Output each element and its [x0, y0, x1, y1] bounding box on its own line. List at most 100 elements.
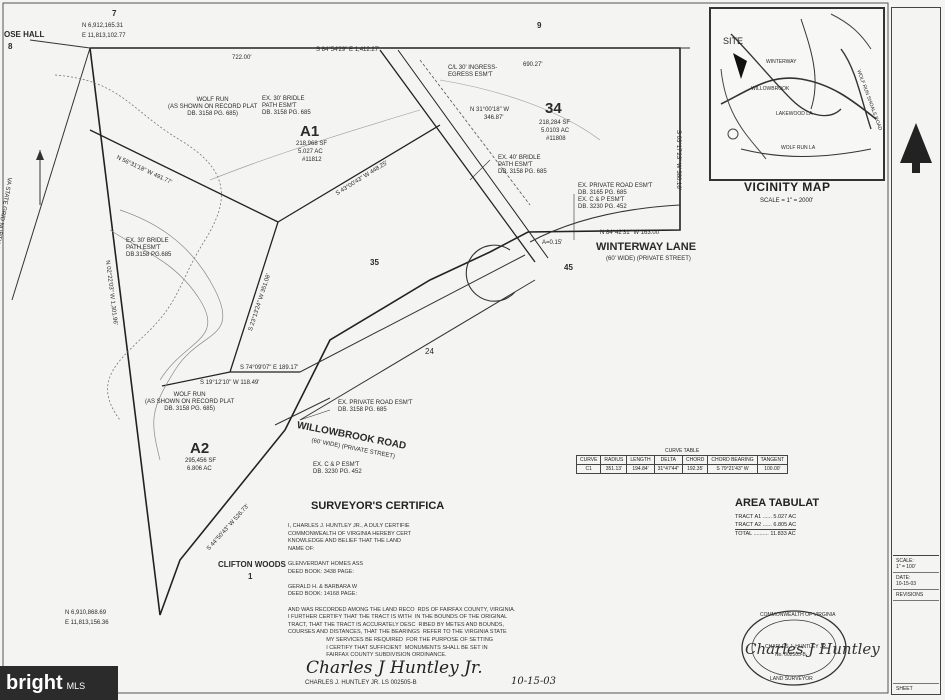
- bridle-40-line: [419, 59, 531, 206]
- bright-mls-watermark: bright MLS: [0, 666, 118, 700]
- leader-line: [469, 159, 491, 181]
- curve-cell: 31°47'44": [653, 464, 684, 474]
- area-row: TOTAL .......... 11.833 AC: [735, 529, 797, 537]
- bearing-top: S 84°54'29" E 1,412.27': [316, 47, 380, 53]
- easement-private-road-1: EX. PRIVATE ROAD ESM'T DB. 3165 PG. 685 …: [578, 183, 653, 210]
- rose-hall-label: OSE HALL: [4, 30, 45, 39]
- title-block-revisions: REVISIONS: [893, 590, 939, 601]
- lot-line-top-left: [29, 39, 91, 49]
- surveyor-seal: [741, 610, 847, 686]
- vicinity-map-scale: SCALE = 1" = 2000': [760, 198, 814, 204]
- bearing-short-w: S 19°12'10" W 118.49': [200, 380, 260, 386]
- seal-signature: Charles J Huntley: [745, 640, 880, 658]
- line-mid-left: [89, 129, 279, 223]
- bearing-arc: A=0.15': [542, 240, 563, 246]
- parcel-24-label: 24: [425, 347, 434, 356]
- lot-line-west-ext: [11, 47, 91, 301]
- vicinity-map-title: VICINITY MAP: [744, 180, 831, 194]
- seal-bottom: LAND SURVEYOR: [770, 676, 813, 682]
- surveyor-certificate-title: SURVEYOR'S CERTIFICA: [311, 500, 445, 512]
- title-block: SCALE: 1" = 100' DATE: 10-15-03 REVISION…: [893, 555, 939, 694]
- curve-header: CHORD: [682, 455, 709, 465]
- clifton-woods-label: CLIFTON WOODS: [218, 560, 286, 569]
- willowbrook-road-north: [299, 254, 526, 373]
- seal-top: COMMONWEALTH OF VIRGINIA: [760, 612, 836, 618]
- curve-header: CHORD BEARING: [707, 455, 758, 465]
- bearing-ingress-dist: 346.87': [484, 115, 504, 121]
- parcel-a1-id: #11812: [302, 157, 322, 163]
- line-short-w: [161, 371, 231, 387]
- curve-cell: C1: [575, 464, 602, 474]
- area-row: TRACT A1 ...... 5.027 AC: [735, 514, 797, 520]
- line-diag-a1: [277, 124, 441, 223]
- seal-number: No. 002505-B: [775, 652, 806, 658]
- title-block-date: DATE: 10-15-03: [893, 573, 939, 590]
- parcel-35-label: 35: [370, 258, 379, 267]
- easement-wolf-run-top: WOLF RUN (AS SHOWN ON RECORD PLAT DB. 31…: [168, 97, 258, 117]
- line-vertical: [229, 221, 279, 373]
- vicinity-label-lakewood: LAKEWOOD LA: [776, 111, 813, 117]
- bridle-path-left: [119, 209, 224, 461]
- bridle-path-left-2: [109, 229, 209, 381]
- curve-cell: 194.84': [626, 464, 655, 474]
- coord-sw-e: E 11,813,156.36: [65, 620, 109, 626]
- easement-ingress-egress: C/L 30' INGRESS- EGRESS ESM'T: [448, 65, 498, 78]
- parcel-a1-label: A1: [300, 123, 320, 140]
- certificate-date: 10-15-03: [511, 676, 556, 687]
- bearing-winterway-call: N 84°42'31" W 163.00': [600, 230, 661, 236]
- vicinity-map-drawing: [720, 13, 877, 160]
- table-row: C1 351.13' 194.84' 31°47'44" 192.35' S 7…: [575, 464, 789, 474]
- curve-header: TANGENT: [756, 455, 789, 465]
- north-arrow: [36, 150, 44, 205]
- winterway-lane-label: WINTERWAY LANE: [596, 241, 697, 253]
- curve-table-caption: CURVE TABLE: [664, 448, 700, 454]
- parcel-a1-ac: 5.027 AC: [298, 149, 323, 155]
- area-tabulation: TRACT A1 ...... 5.027 AC TRACT A2 ......…: [735, 513, 797, 538]
- sheet-border: [2, 2, 889, 694]
- contour-34: [439, 79, 601, 141]
- easement-wolf-run-bottom: WOLF RUN (AS SHOWN ON RECORD PLAT DB. 31…: [145, 392, 235, 412]
- surveyor-signature: Charles J Huntley Jr.: [306, 658, 483, 678]
- parcel-34-ac: 5.0103 AC: [541, 128, 570, 134]
- ingress-easement-2: [397, 49, 549, 259]
- willowbrook-road-edge: [274, 397, 331, 426]
- easement-bridle-40: EX. 40' BRIDLE PATH ESM'T DB. 3158 PG. 6…: [498, 155, 547, 175]
- vicinity-map-frame: SITE WINTERWAY WILLOWBROOK LAKEWOOD LA W…: [709, 7, 885, 181]
- curve-cell: 100.00': [756, 464, 789, 474]
- parcel-34-id: #11808: [546, 136, 566, 142]
- contour-a1: [209, 109, 421, 181]
- winterway-lane: [529, 204, 681, 243]
- vicinity-label-wolf-run-la: WOLF RUN LA: [781, 145, 816, 151]
- curve-header: LENGTH: [626, 455, 655, 465]
- curve-header: CURVE: [575, 455, 602, 465]
- ingress-easement: [379, 49, 536, 263]
- rose-hall-num: 8: [8, 42, 13, 51]
- curve-header: DELTA: [653, 455, 684, 465]
- vicinity-site-label: SITE: [723, 36, 744, 46]
- curve-table: CURVE TABLE CURVE RADIUS LENGTH DELTA CH…: [575, 447, 789, 474]
- wolf-run-creek-top: [54, 74, 222, 421]
- easement-bridle-30-left: EX. 30' BRIDLE PATH ESM'T DB.3158 PG.685: [126, 238, 172, 258]
- area-row: TRACT A2 ...... 6.805 AC: [735, 522, 797, 528]
- title-strip: [891, 7, 941, 695]
- parcel-45-label: 45: [564, 263, 573, 272]
- parcel-a1-sf: 218,968 SF: [296, 141, 328, 147]
- property-boundary: [89, 47, 681, 616]
- bearing-top-right-seg: 690.27': [523, 62, 543, 68]
- area-tabulation-title: AREA TABULAT: [735, 497, 820, 509]
- vicinity-site-marker: [733, 53, 747, 79]
- bearing-short-e: S 74°09'07" E 189.17': [240, 365, 299, 371]
- firm-logo-icon: [900, 123, 932, 173]
- parcel-34-sf: 218,284 SF: [539, 120, 571, 126]
- curve-cell: 351.13': [600, 464, 628, 474]
- easement-bridle-30-top: EX. 30' BRIDLE PATH ESM'T DB. 3158 PG. 6…: [262, 96, 311, 116]
- parcel-a2-sf: 295,456 SF: [185, 458, 217, 464]
- parcel-a2-ac: 6.806 AC: [187, 466, 212, 472]
- winterway-lane-sub: (60' WIDE) (PRIVATE STREET): [606, 256, 691, 262]
- seal-name: CHARLES J. HUNTLEY JR.: [765, 644, 828, 650]
- cul-de-sac: [465, 244, 516, 302]
- lot-label-7: 7: [112, 9, 117, 18]
- lot-label-9: 9: [537, 21, 542, 30]
- parcel-a2-label: A2: [190, 440, 210, 457]
